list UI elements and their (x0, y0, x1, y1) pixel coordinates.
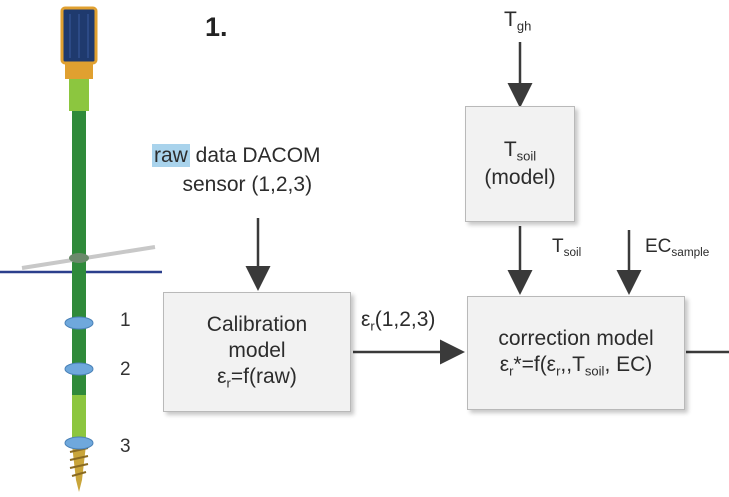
figure-number: 1. (205, 12, 228, 42)
input-line2: sensor (1,2,3) (182, 173, 313, 197)
calibration-model-box: Calibration model εr=f(raw) (163, 292, 351, 412)
calibration-line1: Calibration (206, 312, 308, 336)
er-label: εr(1,2,3) (361, 308, 436, 334)
calibration-line2: model (228, 339, 286, 363)
tgh-label: Tgh (504, 8, 532, 34)
tsoil-box-line1: Tsoil (503, 137, 537, 164)
probe-illustration (21, 6, 156, 492)
correction-line1: correction model (498, 326, 654, 350)
probe-level-2: 2 (120, 359, 131, 380)
probe-level-1: 1 (120, 310, 131, 331)
tsoil-model-box: Tsoil (model) (465, 106, 575, 222)
correction-formula: εr*=f(εr,,Tsoil, EC) (499, 353, 653, 379)
ec-sample-label: ECsample (645, 236, 710, 260)
tsoil-label: Tsoil (552, 236, 582, 260)
probe-level-3: 3 (120, 436, 131, 457)
input-line1-rest: data DACOM (189, 144, 321, 167)
raw-highlight: raw (152, 144, 190, 167)
tsoil-box-line2: (model) (484, 165, 556, 189)
input-label: raw data DACOM sensor (1,2,3) (152, 141, 321, 200)
calibration-formula: εr=f(raw) (217, 365, 297, 391)
correction-model-box: correction model εr*=f(εr,,Tsoil, EC) (467, 296, 685, 410)
